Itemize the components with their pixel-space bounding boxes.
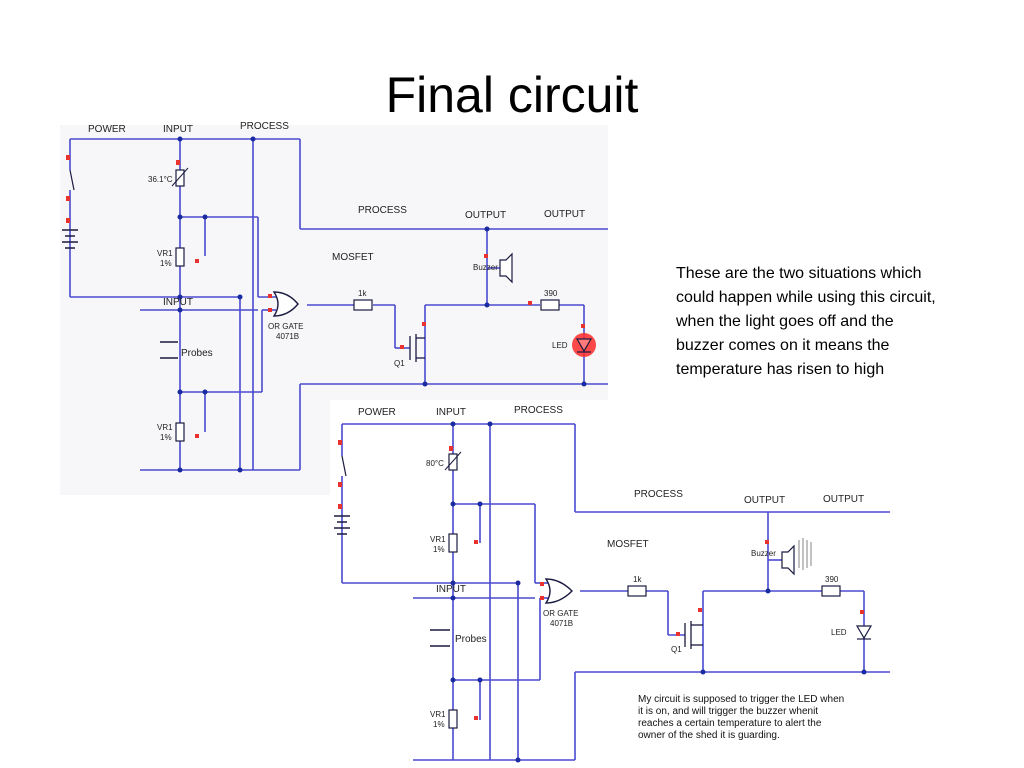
c1-mosfet-label: MOSFET xyxy=(332,252,374,263)
c2-q-label: Q1 xyxy=(671,645,682,654)
c2-buzzer-label: Buzzer xyxy=(751,549,776,558)
c1-probes-label: Probes xyxy=(181,348,213,359)
c2-gate-label: OR GATE xyxy=(543,609,578,618)
c1-input-label: INPUT xyxy=(163,124,193,135)
c2-vr-label: VR1 xyxy=(430,535,446,544)
c1-output-label: OUTPUT xyxy=(465,210,506,221)
c2-gate-id: 4071B xyxy=(550,619,573,628)
caption-line: owner of the shed it is guarding. xyxy=(638,730,780,741)
c2-process-label: PROCESS xyxy=(514,405,563,416)
c2-vr-b-label: VR1 xyxy=(430,710,446,719)
circuit-1-labels: POWER INPUT PROCESS PROCESS OUTPUT OUTPU… xyxy=(88,121,585,442)
c2-output2-label: OUTPUT xyxy=(823,494,864,505)
c1-vr-b-label: VR1 xyxy=(157,423,173,432)
c2-temp-label: 80°C xyxy=(426,459,444,468)
circuit-1-components xyxy=(62,136,596,473)
circuit-caption: My circuit is supposed to trigger the LE… xyxy=(624,688,896,742)
c2-probes-label: Probes xyxy=(455,634,487,645)
c1-led-label: LED xyxy=(552,341,568,350)
c2-input2-label: INPUT xyxy=(436,584,466,595)
caption-line: My circuit is supposed to trigger the LE… xyxy=(638,694,845,705)
c1-r2-label: 390 xyxy=(544,289,558,298)
circuit-2 xyxy=(341,423,890,761)
caption-line: it is on, and will trigger the buzzer wh… xyxy=(638,706,819,717)
c1-vr-b-pct: 1% xyxy=(160,433,172,442)
circuit-2-labels: POWER INPUT PROCESS PROCESS OUTPUT OUTPU… xyxy=(358,405,864,729)
c1-r1-label: 1k xyxy=(358,289,367,298)
c1-vr-label: VR1 xyxy=(157,249,173,258)
c1-gate-id: 4071B xyxy=(276,332,299,341)
c1-temp-label: 36.1°C xyxy=(148,175,173,184)
c1-vr-pct: 1% xyxy=(160,259,172,268)
c2-power-label: POWER xyxy=(358,407,396,418)
c2-vr-pct: 1% xyxy=(433,545,445,554)
c1-gate-label: OR GATE xyxy=(268,322,303,331)
c1-buzzer-label: Buzzer xyxy=(473,263,498,272)
c2-r2-label: 390 xyxy=(825,575,839,584)
c2-vr-b-pct: 1% xyxy=(433,720,445,729)
c1-q-label: Q1 xyxy=(394,359,405,368)
c1-output2-label: OUTPUT xyxy=(544,209,585,220)
c2-led-label: LED xyxy=(831,628,847,637)
c2-output-label: OUTPUT xyxy=(744,495,785,506)
circuit-2-components xyxy=(334,421,873,763)
c2-r1-label: 1k xyxy=(633,575,642,584)
c2-input-label: INPUT xyxy=(436,407,466,418)
c1-input2-label: INPUT xyxy=(163,297,193,308)
slide-title: Final circuit xyxy=(385,67,639,123)
explanation-note: These are the two situations which could… xyxy=(676,265,936,378)
c1-process2-label: PROCESS xyxy=(358,205,407,216)
c2-process2-label: PROCESS xyxy=(634,489,683,500)
c2-mosfet-label: MOSFET xyxy=(607,539,649,550)
c1-power-label: POWER xyxy=(88,124,126,135)
c1-process-label: PROCESS xyxy=(240,121,289,132)
caption-line: reaches a certain temperature to alert t… xyxy=(638,718,822,729)
